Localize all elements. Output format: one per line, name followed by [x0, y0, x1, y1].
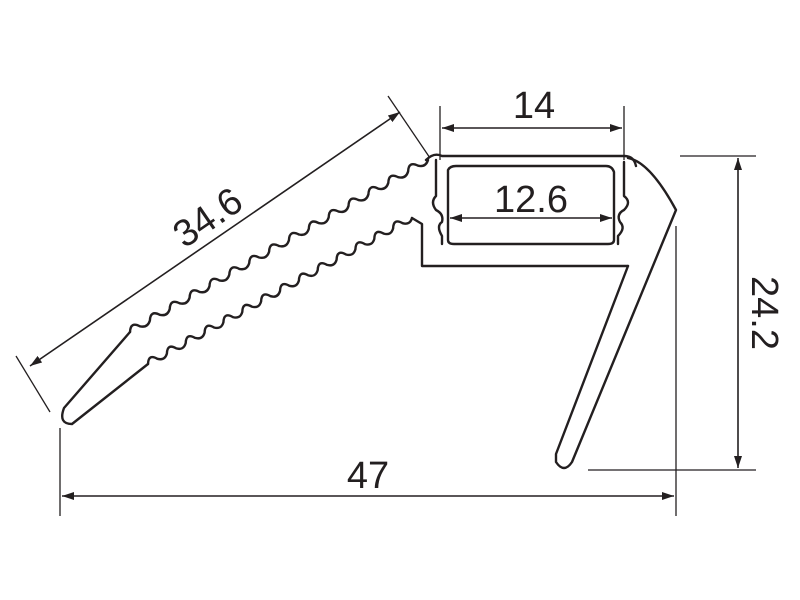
nose-outer-face — [554, 156, 678, 470]
dimension-label: 14 — [513, 85, 555, 127]
channel-base — [410, 216, 630, 268]
dimension-label: 12.6 — [494, 179, 568, 221]
dimension-total-width: 47 — [59, 226, 677, 516]
extension-line-tip — [15, 355, 51, 413]
dimension-line — [29, 111, 401, 367]
dimension-height: 24.2 — [588, 155, 785, 471]
dimension-label: 47 — [347, 455, 389, 497]
upper-serrated-edge — [128, 158, 430, 334]
flange-tip — [61, 330, 150, 426]
aluminium-stair-profile — [61, 153, 678, 470]
dimension-label: 24.2 — [743, 276, 785, 350]
dimension-label: 34.6 — [166, 180, 251, 257]
dimension-slope-length: 34.6 — [15, 95, 431, 413]
led-channel-inner — [446, 164, 616, 246]
dimension-top-width: 14 — [439, 85, 625, 160]
extension-line-top — [387, 95, 431, 159]
dimension-inner-width: 12.6 — [450, 179, 612, 222]
led-channel-outer — [424, 153, 638, 168]
led-channel-right-wall — [616, 160, 630, 246]
led-channel-left-wall — [431, 158, 444, 246]
